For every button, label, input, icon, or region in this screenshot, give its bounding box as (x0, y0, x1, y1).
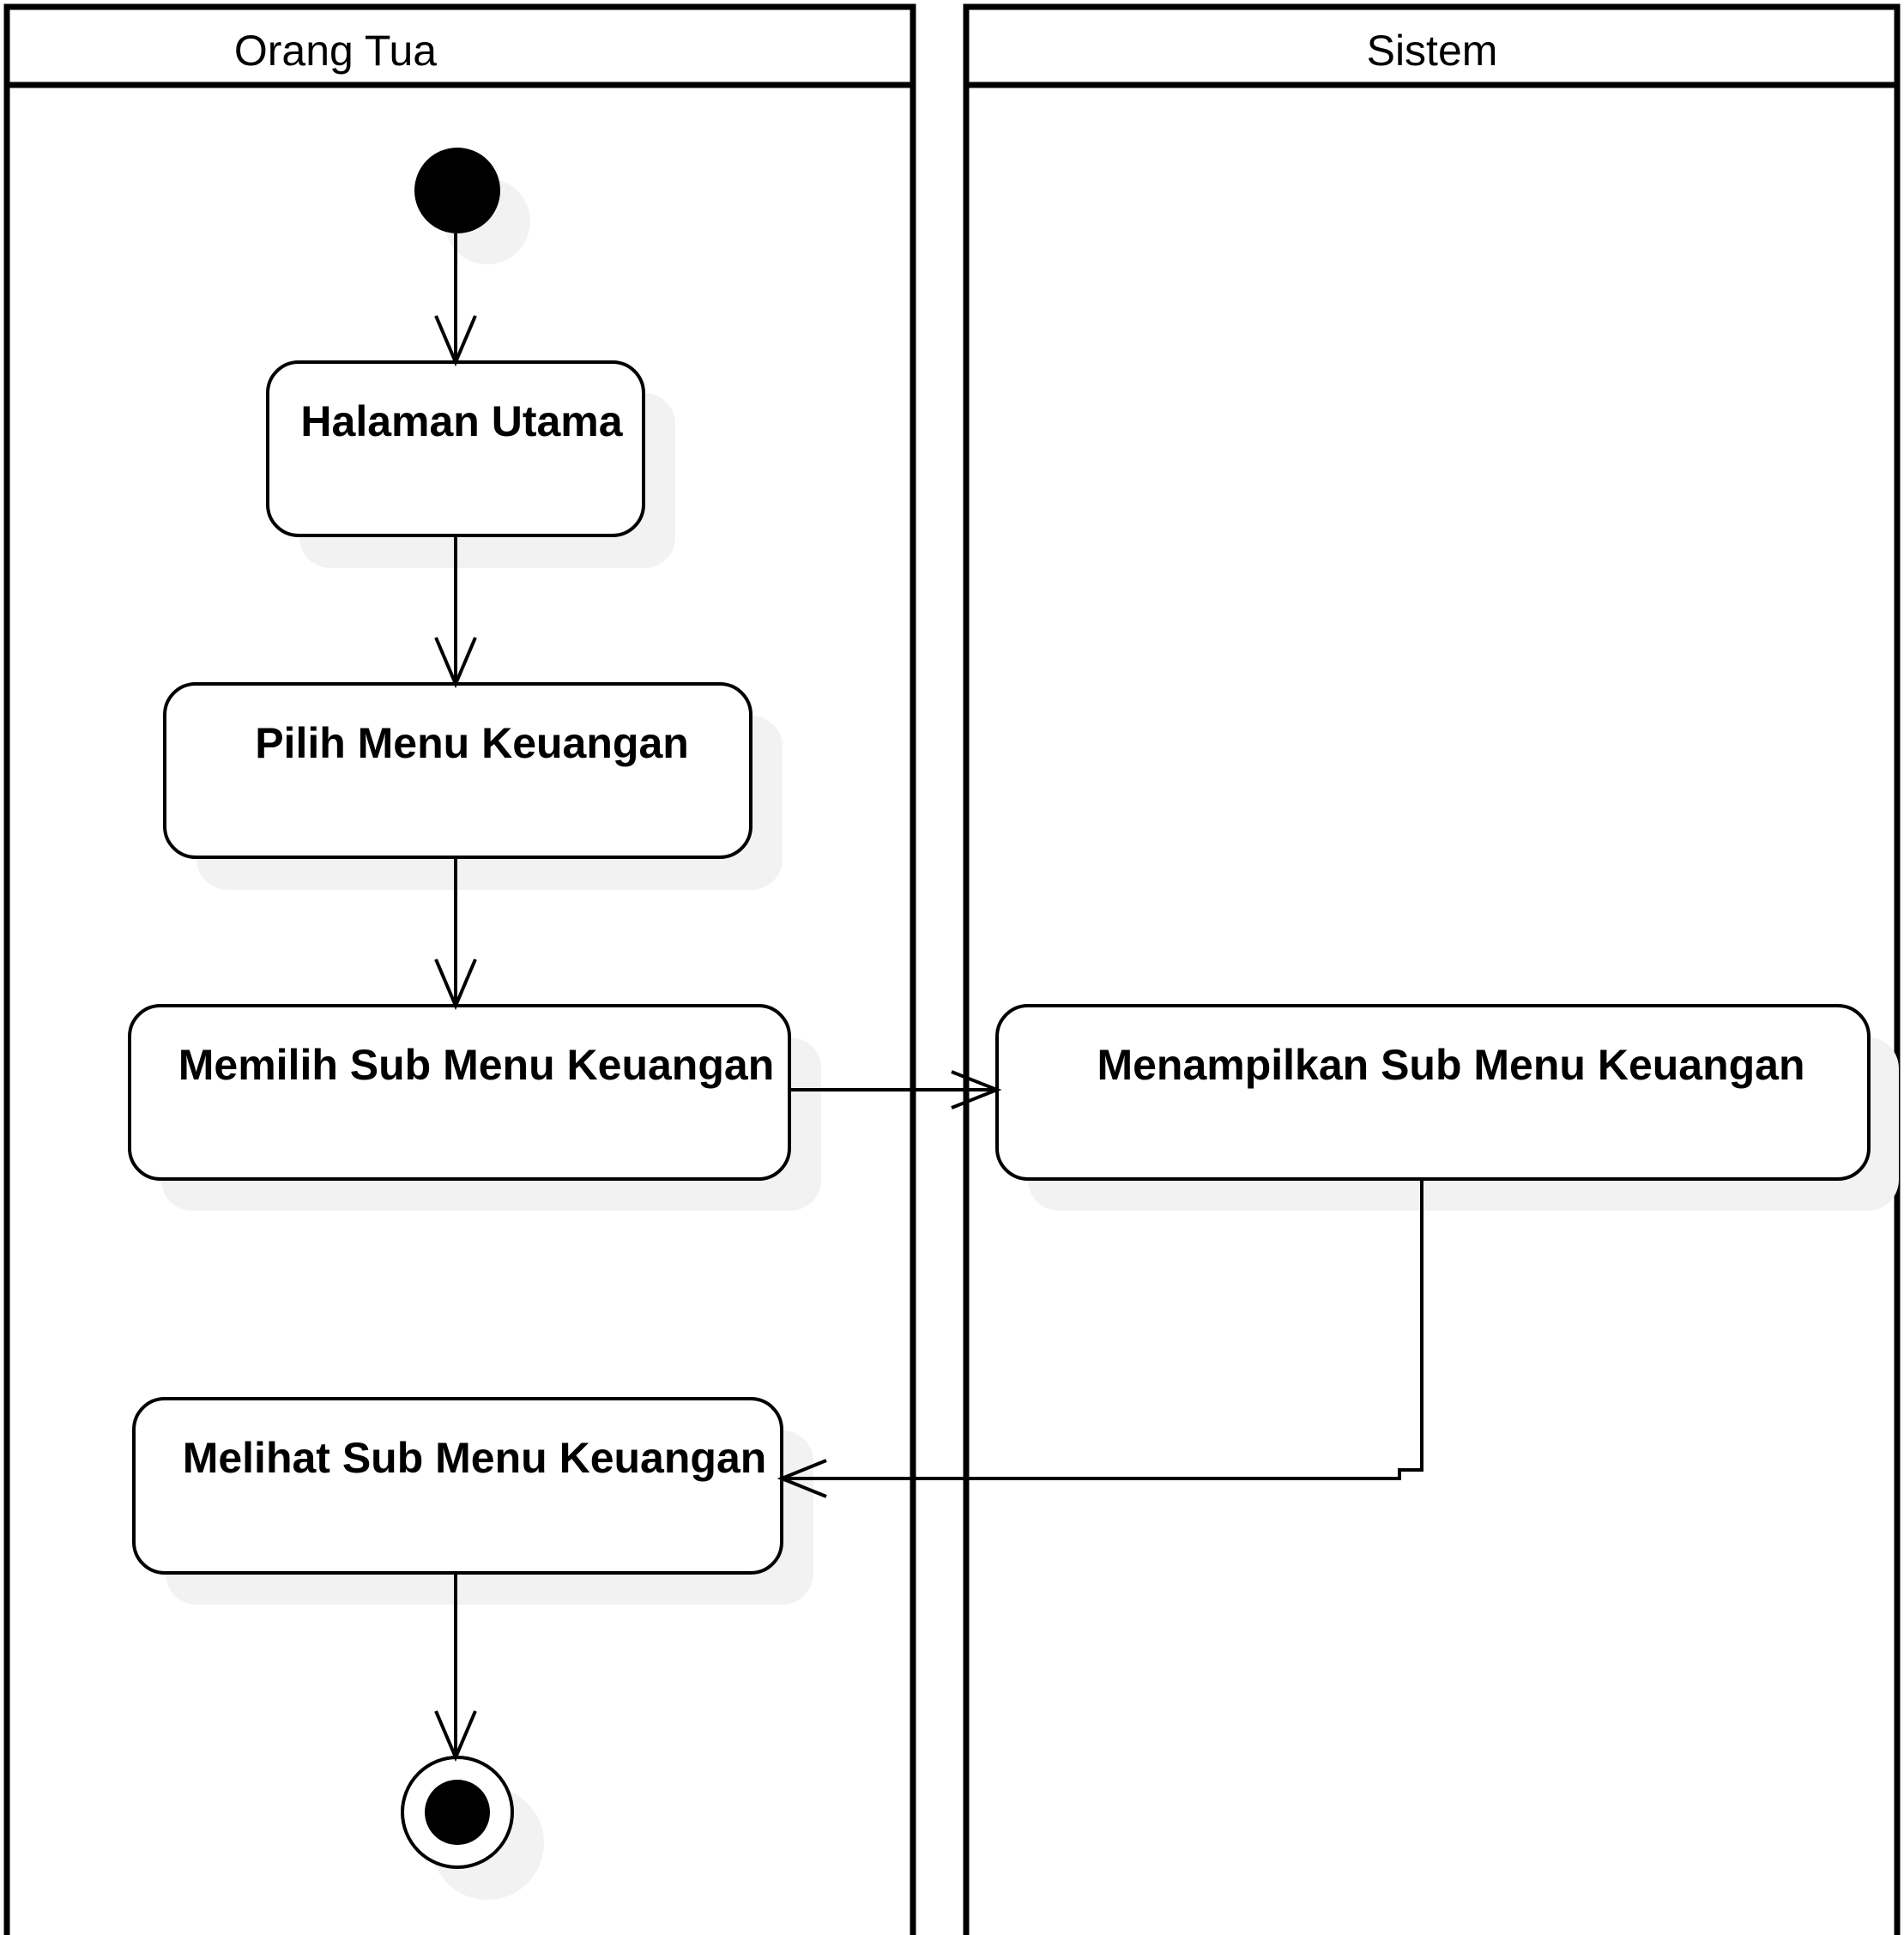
final-node (401, 1756, 544, 1900)
activity-pilih-menu-keuangan: Pilih Menu Keuangan (163, 682, 783, 890)
initial-node (414, 148, 530, 264)
flow-halaman-utama-to-pilih-menu (434, 535, 477, 689)
activity-pilih-menu-keuangan-box (163, 682, 753, 859)
activity-halaman-utama: Halaman Utama (266, 360, 675, 568)
initial-node-dot (414, 148, 500, 233)
activity-memilih-sub-menu-keuangan: Memilih Sub Menu Keuangan (128, 1004, 821, 1211)
flow-arrowhead (951, 1070, 1002, 1110)
flow-initial-to-halaman-utama (434, 233, 477, 367)
activity-halaman-utama-box (266, 360, 645, 537)
flow-arrowhead (777, 1459, 827, 1498)
activity-halaman-utama-label: Halaman Utama (300, 397, 623, 445)
swimlane-sistem-title: Sistem (1367, 27, 1498, 75)
flow-line (782, 1179, 1423, 1480)
flow-arrowhead (434, 637, 477, 689)
swimlane-orang-tua-border (3, 3, 916, 1935)
flow-arrowhead (434, 1710, 477, 1763)
flow-menampilkan-to-melihat (777, 1179, 1423, 1498)
activity-menampilkan-sub-menu-keuangan-label: Menampilkan Sub Menu Keuangan (1097, 1041, 1804, 1089)
swimlane-sistem-border (963, 3, 1901, 1935)
flow-pilih-menu-to-memilih-sub-menu (434, 857, 477, 1011)
activity-memilih-sub-menu-keuangan-box (128, 1004, 791, 1181)
swimlane-orang-tua-title: Orang Tua (234, 27, 437, 75)
activity-melihat-sub-menu-keuangan-label: Melihat Sub Menu Keuangan (183, 1434, 767, 1482)
activity-melihat-sub-menu-keuangan: Melihat Sub Menu Keuangan (132, 1397, 813, 1605)
activity-melihat-sub-menu-keuangan-box (132, 1397, 783, 1575)
flow-memilih-to-menampilkan (789, 1070, 1002, 1110)
flow-melihat-to-final (434, 1573, 477, 1763)
final-node-dot (425, 1780, 490, 1845)
activity-menampilkan-sub-menu-keuangan-box (995, 1004, 1871, 1181)
activity-memilih-sub-menu-keuangan-label: Memilih Sub Menu Keuangan (178, 1041, 774, 1089)
activity-pilih-menu-keuangan-label: Pilih Menu Keuangan (255, 719, 689, 767)
swimlane-orang-tua: Orang Tua (3, 3, 916, 1935)
activity-menampilkan-sub-menu-keuangan: Menampilkan Sub Menu Keuangan (995, 1004, 1899, 1211)
flow-arrowhead (434, 315, 477, 367)
swimlane-sistem: Sistem (963, 3, 1901, 1935)
flow-arrowhead (434, 958, 477, 1011)
